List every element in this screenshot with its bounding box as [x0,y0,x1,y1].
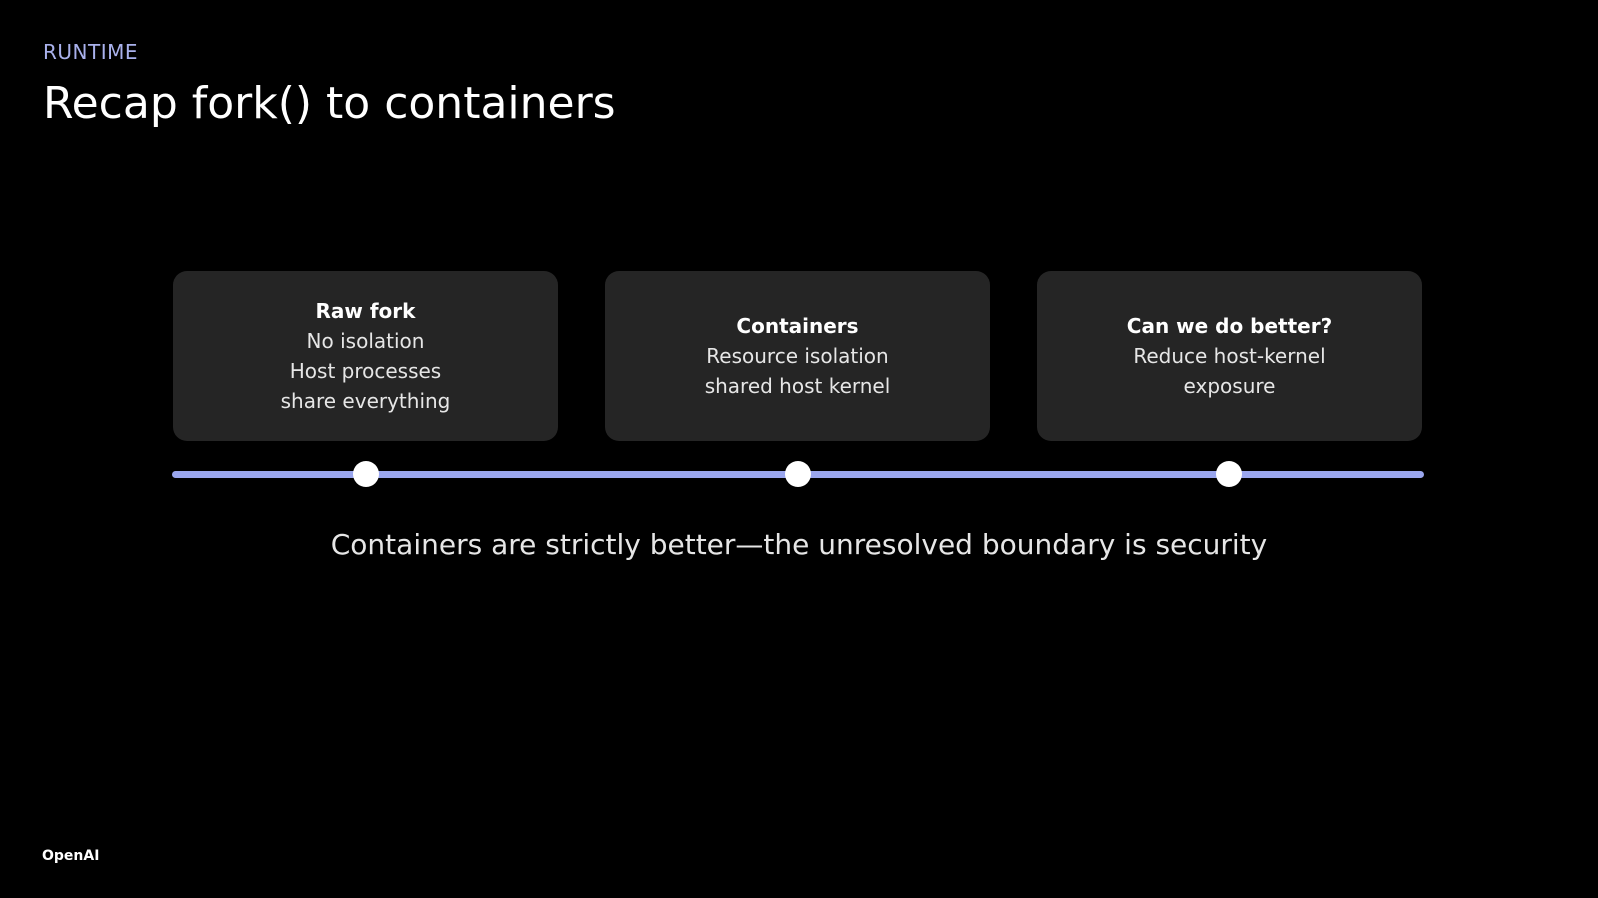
card-line: exposure [1183,374,1276,398]
timeline-marker [785,461,811,487]
card-line: shared host kernel [704,374,891,398]
card-title: Can we do better? [1126,314,1333,338]
card-line: Resource isolation [706,344,889,368]
card-containers: Containers Resource isolation shared hos… [605,271,990,441]
card-line: share everything [280,389,451,413]
card-line: No isolation [306,329,425,353]
card-line: Host processes [289,359,442,383]
card-raw-fork: Raw fork No isolation Host processes sha… [173,271,558,441]
section-label: RUNTIME [43,40,139,64]
card-title: Raw fork [315,299,416,323]
slide-title: Recap fork() to containers [43,78,616,129]
card-title: Containers [736,314,859,338]
openai-logo: OpenAI [42,848,100,864]
timeline-marker [353,461,379,487]
card-do-better: Can we do better? Reduce host-kernel exp… [1037,271,1422,441]
card-line: Reduce host-kernel [1133,344,1326,368]
caption: Containers are strictly better—the unres… [330,528,1268,561]
timeline-marker [1216,461,1242,487]
